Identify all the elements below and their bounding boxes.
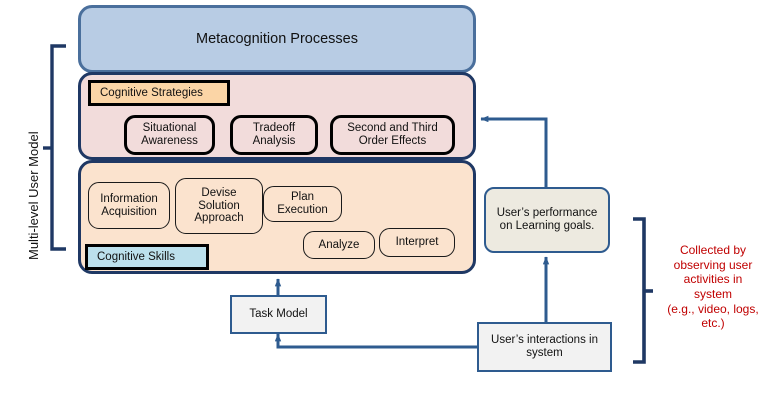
process-connectors xyxy=(274,115,550,349)
annotation-line-3: activities in xyxy=(683,272,743,287)
user-interactions-label: User’s interactions in system xyxy=(491,334,598,359)
skill-devise-solution-approach[interactable]: Devise Solution Approach xyxy=(175,178,263,234)
metacognition-processes-band[interactable]: Metacognition Processes xyxy=(78,5,476,73)
skill-information-acquisition-label: Information Acquisition xyxy=(100,192,158,218)
skill-information-acquisition[interactable]: Information Acquisition xyxy=(88,182,170,229)
annotation-line-6: etc.) xyxy=(701,316,725,331)
metacognition-processes-label: Metacognition Processes xyxy=(196,30,358,47)
skill-devise-solution-approach-label: Devise Solution Approach xyxy=(194,186,244,225)
arrow-interactions-to-task-model xyxy=(274,333,477,349)
strategy-tradeoff-analysis[interactable]: Tradeoff Analysis xyxy=(230,115,318,155)
strategy-situational-awareness[interactable]: Situational Awareness xyxy=(124,115,215,155)
annotation-line-4: system xyxy=(693,286,732,301)
annotation-line-1: Collected by xyxy=(679,243,747,257)
skill-interpret-label: Interpret xyxy=(395,236,439,249)
cognitive-skills-badge-label: Cognitive Skills xyxy=(97,251,175,263)
cognitive-skills-badge[interactable]: Cognitive Skills xyxy=(85,244,209,270)
skill-plan-execution-label: Plan Execution xyxy=(277,191,328,216)
skill-analyze[interactable]: Analyze xyxy=(303,231,375,259)
user-interactions-box[interactable]: User’s interactions in system xyxy=(477,322,612,372)
user-performance-box[interactable]: User’s performance on Learning goals. xyxy=(484,187,610,253)
cognitive-strategies-badge-label: Cognitive Strategies xyxy=(100,87,203,99)
multi-level-user-model-label: Multi-level User Model xyxy=(26,131,41,260)
annotation-line-5: (e.g., video, logs, xyxy=(667,301,759,316)
arrow-performance-to-strategies xyxy=(480,115,548,187)
task-model-label: Task Model xyxy=(249,308,308,321)
strategy-tradeoff-analysis-label: Tradeoff Analysis xyxy=(252,122,296,147)
strategy-situational-awareness-label: Situational Awareness xyxy=(141,122,198,147)
skill-interpret[interactable]: Interpret xyxy=(379,228,455,257)
task-model-box[interactable]: Task Model xyxy=(230,295,327,334)
strategy-second-and-third-order-effects-label: Second and Third Order Effects xyxy=(347,122,438,147)
user-performance-label: User’s performance on Learning goals. xyxy=(496,207,598,232)
cognitive-strategies-badge[interactable]: Cognitive Strategies xyxy=(88,80,230,106)
collected-by-observing-annotation: Collected by observing user activities i… xyxy=(655,243,771,331)
skill-analyze-label: Analyze xyxy=(318,238,360,251)
right-bracket xyxy=(633,217,653,364)
left-bracket xyxy=(43,44,66,251)
strategy-second-and-third-order-effects[interactable]: Second and Third Order Effects xyxy=(330,115,455,155)
annotation-line-2: observing user xyxy=(673,257,753,272)
skill-plan-execution[interactable]: Plan Execution xyxy=(263,186,342,222)
